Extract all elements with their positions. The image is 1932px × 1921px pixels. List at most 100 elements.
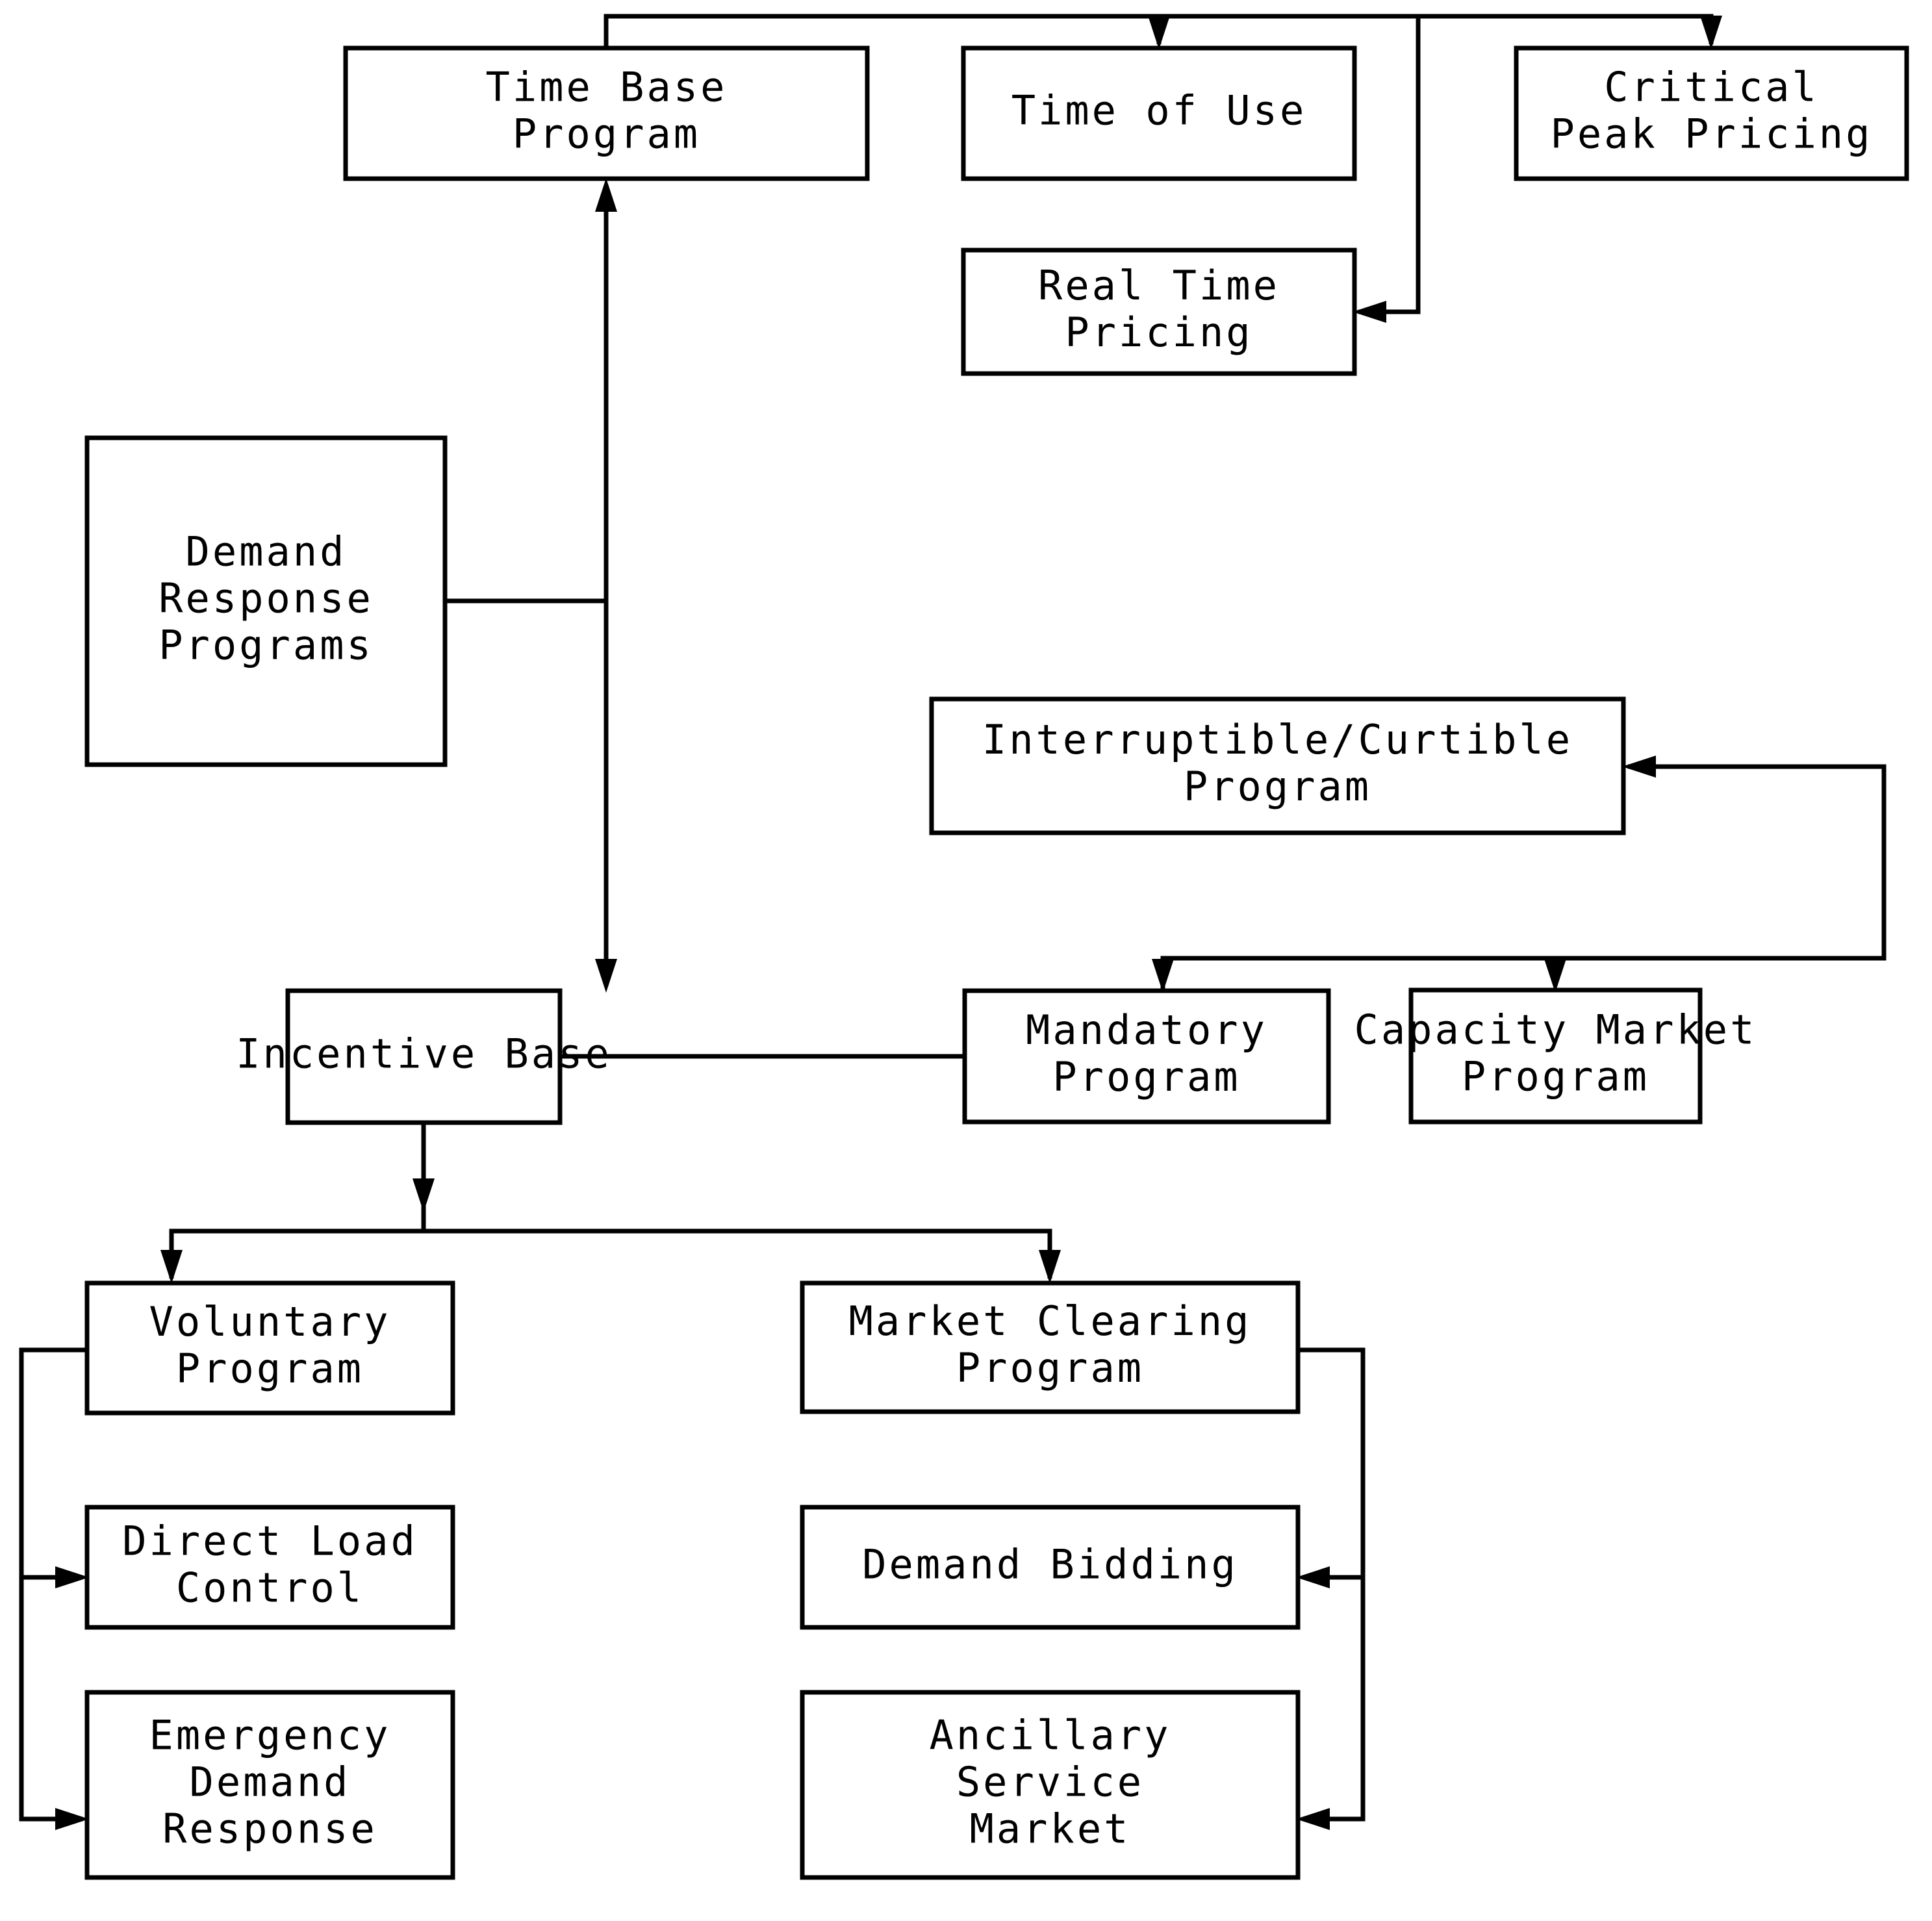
edge-line (604, 14, 1162, 48)
edge-line (169, 1228, 424, 1279)
node-label-line: Incentive Base (236, 1030, 612, 1078)
edge-line (19, 1347, 87, 1580)
node-label-line: Real Time (1038, 262, 1280, 309)
edge-incentive-base-down-split (413, 1123, 435, 1231)
edge-drp-to-incentive-base (595, 601, 617, 993)
arrowhead-icon (1039, 1250, 1061, 1284)
arrowhead-icon (595, 959, 617, 993)
node-demand-bidding[interactable]: Demand Bidding (800, 1505, 1301, 1630)
arrowhead-icon (55, 1566, 89, 1588)
node-label-line: Program (1184, 763, 1371, 810)
node-box[interactable] (1514, 45, 1909, 181)
node-label-line: Response (162, 1805, 377, 1853)
edge-line (1358, 16, 1421, 314)
node-label-line: Time Base (486, 64, 728, 111)
arrowhead-icon (1700, 16, 1722, 49)
edge-line (424, 1228, 1052, 1279)
node-label-line: Program (513, 110, 700, 158)
node-incentive-base[interactable]: Incentive Base (236, 988, 612, 1125)
node-label-line: Capacity Market (1354, 1006, 1757, 1054)
node-label-line: Program (1462, 1053, 1649, 1100)
arrowhead-icon (1544, 959, 1566, 993)
node-label-line: Direct Load (122, 1518, 418, 1565)
node-label-line: Market Clearing (849, 1297, 1252, 1345)
arrowhead-icon (413, 1178, 435, 1212)
node-box[interactable] (800, 1280, 1301, 1414)
node-label-line: Emergency (149, 1712, 391, 1759)
node-box[interactable] (84, 1505, 455, 1630)
edge-drp-to-time-base (445, 178, 617, 604)
node-label-line: Control (176, 1564, 364, 1612)
node-label-line: Response (159, 575, 374, 622)
node-box[interactable] (962, 988, 1331, 1125)
node-label-line: Demand Bidding (862, 1541, 1238, 1588)
node-box[interactable] (285, 988, 563, 1125)
edge-market-clearing-to-demand-bidding (1296, 1347, 1366, 1588)
edge-voluntary-to-direct-load (19, 1347, 89, 1588)
node-label-line: Service (956, 1759, 1144, 1806)
arrowhead-icon (1296, 1808, 1330, 1830)
edge-voluntary-to-emergency (19, 1577, 89, 1830)
edge-time-base-to-real-time-pricing (1353, 16, 1421, 323)
edge-line (1159, 14, 1714, 44)
node-box[interactable] (800, 1690, 1301, 1880)
node-label-line: Program (1052, 1053, 1240, 1100)
node-label-line: Program (176, 1345, 364, 1392)
node-box[interactable] (961, 45, 1357, 181)
node-box[interactable] (84, 1690, 455, 1880)
arrowhead-icon (1296, 1566, 1330, 1588)
edge-time-base-to-time-of-use (604, 14, 1170, 49)
node-box[interactable] (84, 1280, 455, 1416)
node-box[interactable] (1408, 987, 1703, 1125)
edge-line (1298, 1347, 1366, 1580)
edge-branch-to-mandatory (1152, 958, 1174, 993)
edge-line (1303, 1577, 1366, 1822)
node-time-of-use[interactable]: Time of Use (961, 45, 1357, 181)
node-box[interactable] (800, 1505, 1301, 1630)
node-label-line: Program (956, 1344, 1144, 1392)
edge-line (445, 185, 609, 604)
node-box[interactable] (84, 435, 448, 767)
node-label-line: Demand (190, 1759, 351, 1806)
node-label-line: Pricing (1065, 309, 1252, 356)
arrowhead-icon (1622, 756, 1656, 778)
edge-line (19, 1577, 83, 1822)
arrowhead-icon (55, 1808, 89, 1830)
node-box[interactable] (929, 696, 1626, 835)
node-label-line: Demand (186, 528, 347, 576)
node-label-line: Voluntary (149, 1298, 391, 1345)
node-label-line: Critical (1604, 64, 1819, 111)
arrowhead-icon (1152, 959, 1174, 993)
edge-market-clearing-to-ancillary (1296, 1577, 1366, 1830)
node-label-line: Mandatory (1026, 1006, 1267, 1054)
edge-split-to-market-clearing (424, 1228, 1061, 1284)
node-label-line: Interruptible/Curtible (982, 716, 1573, 763)
edge-branch-to-capacity-market (1544, 958, 1566, 993)
arrowhead-icon (1148, 16, 1170, 49)
node-box[interactable] (343, 45, 870, 181)
node-label-line: Ancillary (930, 1712, 1171, 1759)
edge-split-to-voluntary (160, 1228, 424, 1284)
arrowhead-icon (160, 1250, 183, 1284)
node-label-line: Time of Use (1011, 87, 1307, 134)
node-label-line: Peak Pricing (1551, 110, 1873, 158)
edge-layer (19, 14, 1887, 1830)
node-box[interactable] (961, 248, 1357, 376)
arrowhead-icon (595, 178, 617, 212)
arrowhead-icon (1353, 301, 1386, 323)
